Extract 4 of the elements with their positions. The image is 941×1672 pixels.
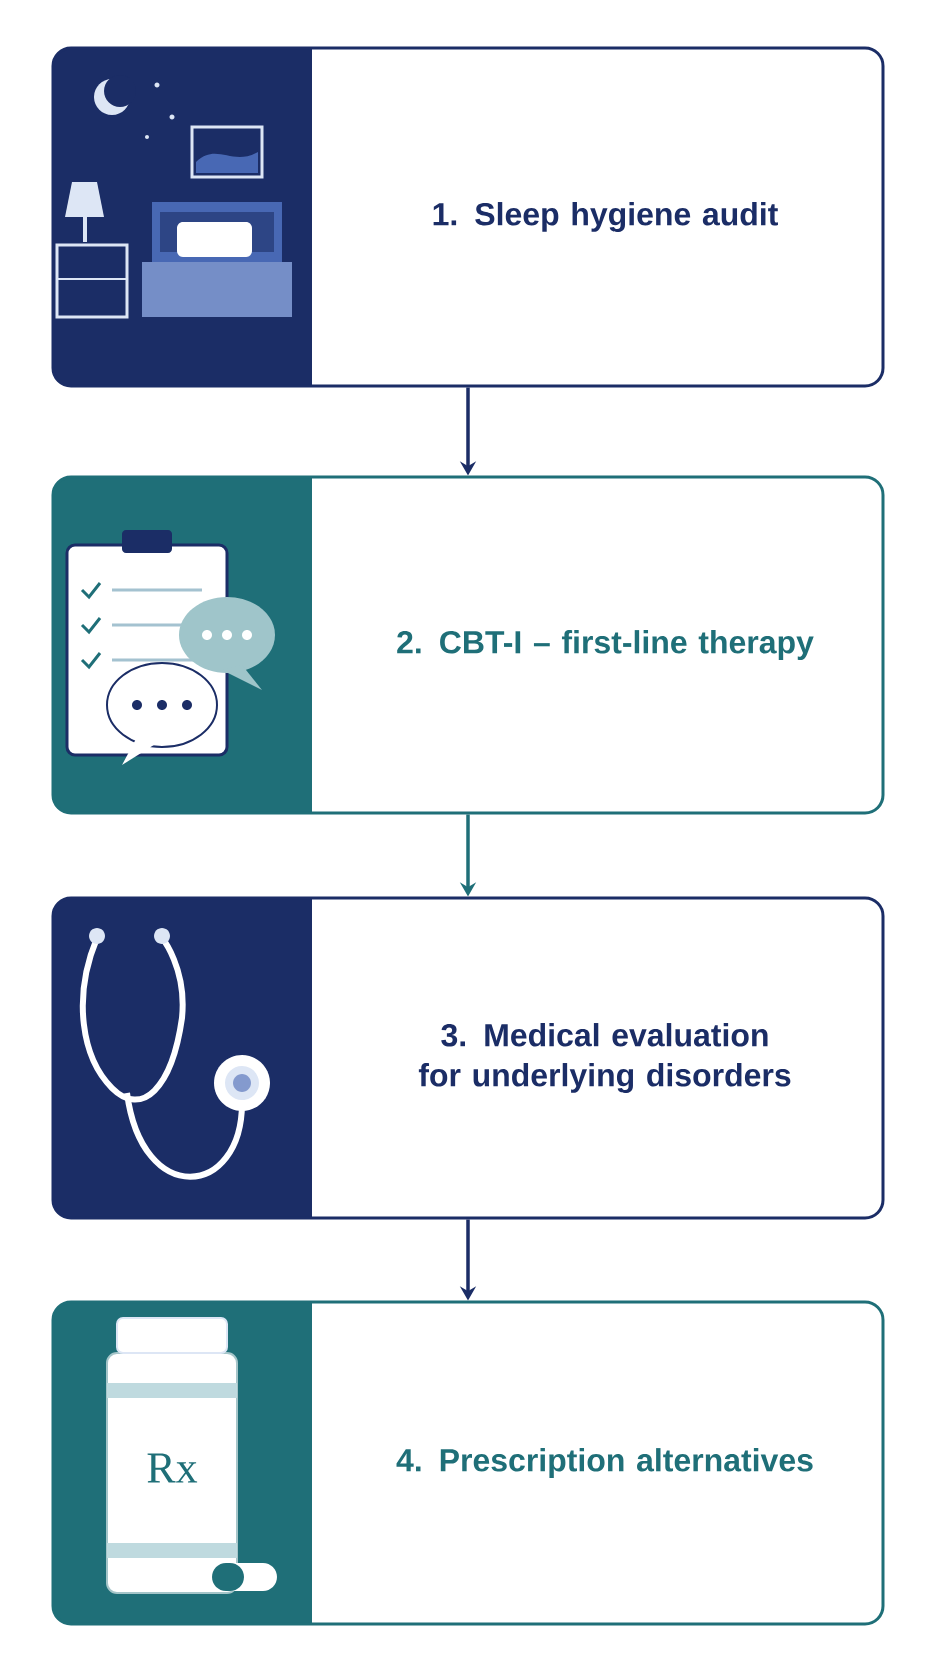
step-box: 2. CBT-I – first-line therapy (51, 475, 885, 815)
rx-label: Rx (147, 1453, 198, 1483)
step-box: 3. Medical evaluation for underlying disorders (51, 896, 885, 1220)
step-box: 1. Sleep hygiene audit (51, 46, 885, 388)
